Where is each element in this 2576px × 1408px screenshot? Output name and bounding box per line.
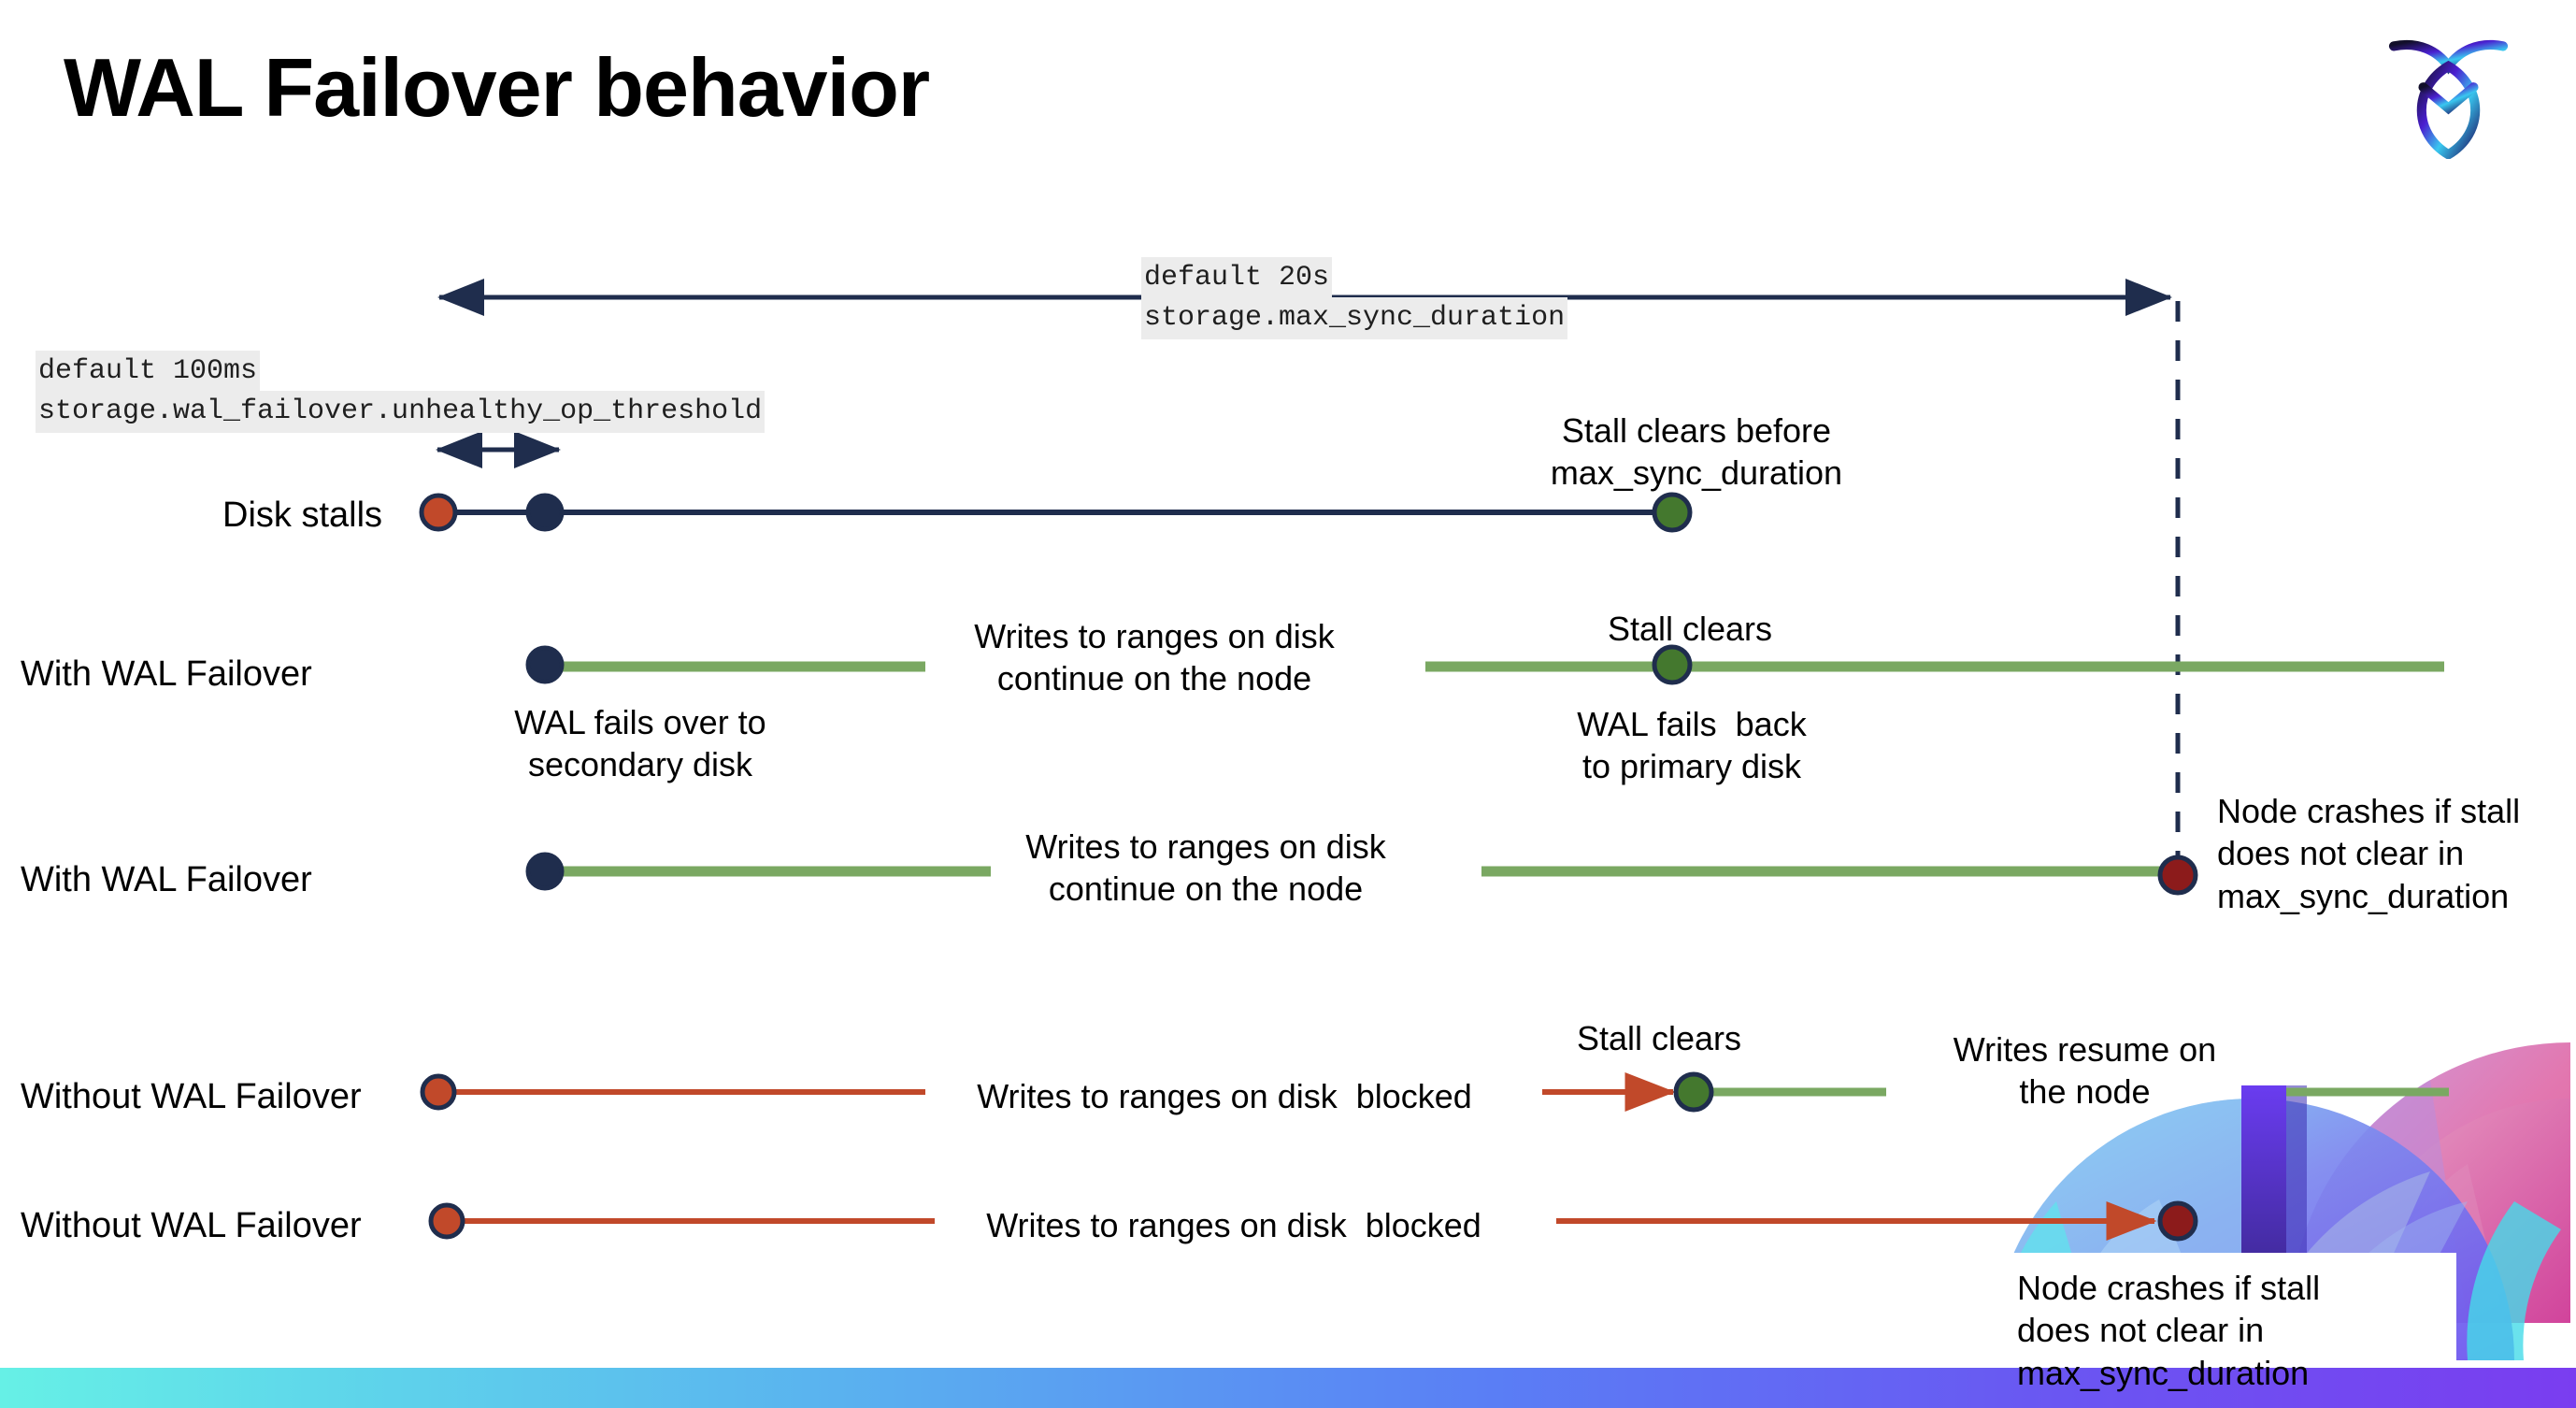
marker-stall-clears-2 bbox=[1652, 644, 1693, 685]
chip-storage-wal-failover-unhealthy-op-threshold: storage.wal_failover.unhealthy_op_thresh… bbox=[36, 391, 766, 433]
row-label-disk-stalls: Disk stalls bbox=[222, 496, 383, 535]
marker-stall-clears bbox=[1652, 492, 1693, 533]
note-writes-resume: Writes resume on the node bbox=[1953, 1030, 2217, 1112]
chip-default-20s: default 20s bbox=[1141, 257, 1333, 299]
note-writes-blocked-2: Writes to ranges on disk blocked bbox=[986, 1206, 1481, 1244]
note-wal-fails-back: WAL fails back to primary disk bbox=[1577, 705, 1807, 786]
note-stall-clears-2: Stall clears bbox=[1576, 1019, 1742, 1057]
chip-default-100ms: default 100ms bbox=[36, 351, 261, 393]
chip-storage-max-sync-duration: storage.max_sync_duration bbox=[1141, 297, 1568, 339]
row-label-without-wal-failover-2: Without WAL Failover bbox=[21, 1206, 362, 1245]
marker-wal-fails-over bbox=[525, 645, 565, 684]
note-writes-continue-2: Writes to ranges on disk continue on the… bbox=[1025, 827, 1386, 909]
note-stall-clears-1: Stall clears bbox=[1607, 610, 1773, 648]
marker-failover-trigger bbox=[525, 493, 565, 532]
row-without-wal-failover-1-track bbox=[420, 1071, 2449, 1113]
note-node-crashes-1: Node crashes if stall does not clear in … bbox=[2217, 792, 2521, 915]
marker-node-crash-1 bbox=[2157, 855, 2198, 896]
marker-stall-begin-2 bbox=[420, 1073, 457, 1111]
note-node-crashes-2: Node crashes if stall does not clear in … bbox=[2017, 1269, 2321, 1392]
note-writes-blocked-1: Writes to ranges on disk blocked bbox=[977, 1077, 1472, 1115]
note-stall-clears-before-max-sync: Stall clears before max_sync_duration bbox=[1550, 411, 1843, 493]
row-with-wal-failover-2-track bbox=[525, 852, 2198, 896]
row-label-with-wal-failover-1: With WAL Failover bbox=[21, 654, 312, 694]
marker-stall-clears-3 bbox=[1673, 1071, 1714, 1113]
row-with-wal-failover-1-track bbox=[525, 644, 2444, 685]
cockroachdb-logo-icon bbox=[2385, 28, 2512, 161]
row-label-with-wal-failover-2: With WAL Failover bbox=[21, 860, 312, 899]
marker-wal-fails-over-2 bbox=[525, 852, 565, 891]
bottom-gradient-bar bbox=[0, 1368, 2576, 1408]
note-writes-continue-1: Writes to ranges on disk continue on the… bbox=[974, 617, 1335, 698]
row-disk-stalls-track bbox=[419, 492, 1693, 533]
marker-stall-begin-3 bbox=[428, 1202, 465, 1240]
marker-node-crash-2 bbox=[2157, 1200, 2198, 1242]
row-without-wal-failover-2-track bbox=[428, 1200, 2198, 1242]
row-label-without-wal-failover-1: Without WAL Failover bbox=[21, 1077, 362, 1116]
marker-stall-begin bbox=[419, 493, 458, 532]
note-wal-fails-over: WAL fails over to secondary disk bbox=[514, 703, 766, 784]
page-title: WAL Failover behavior bbox=[64, 41, 930, 134]
